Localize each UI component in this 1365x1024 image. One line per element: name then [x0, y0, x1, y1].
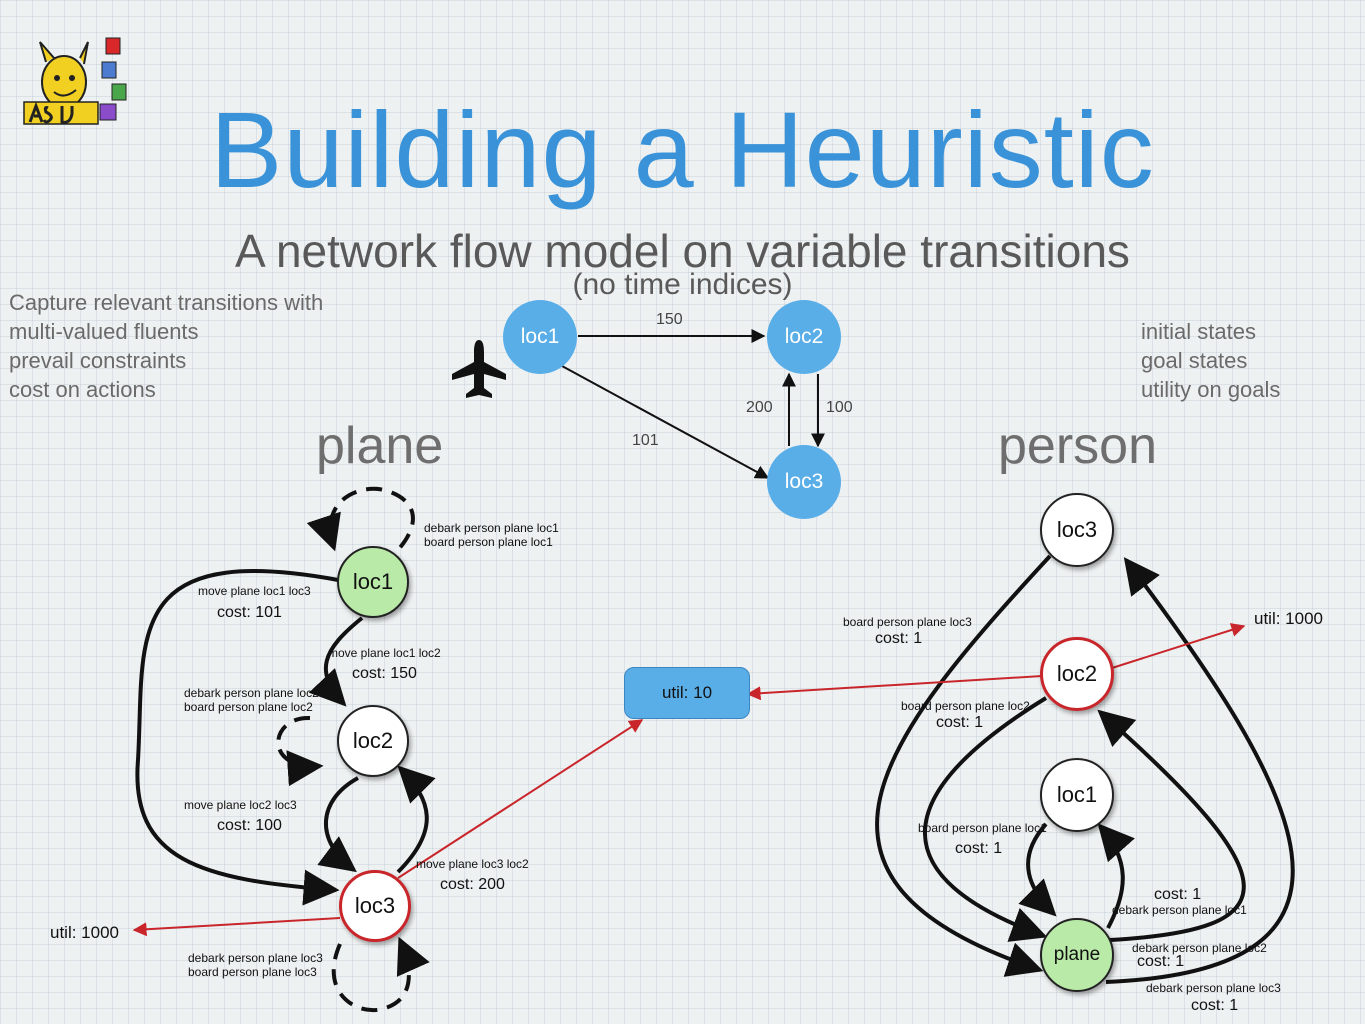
plane-edge-label-m12: move plane loc1 loc2 [328, 646, 441, 660]
util-arrow-person-right [1111, 623, 1246, 669]
person-node-loc2: loc2 [1040, 637, 1114, 711]
plane-loop-loc2 [276, 715, 324, 787]
person-util-label: util: 1000 [1254, 609, 1323, 628]
right-note: utility on goals [1141, 377, 1281, 402]
person-edge-plane-loc2 [1097, 709, 1246, 942]
left-note: cost on actions [9, 377, 156, 402]
section-person-title: person [998, 417, 1157, 475]
plane-cost-101: cost: 101 [217, 604, 282, 621]
person-edge-label-d3: debark person plane loc3 [1146, 981, 1281, 995]
plane-edge-loc3-loc2 [396, 765, 436, 874]
plane-node-loc3: loc3 [339, 870, 411, 942]
util-arrow-person-box [746, 675, 1043, 701]
plane-edge-label-m32: move plane loc3 loc2 [416, 857, 529, 871]
person-edge-plane-loc1 [1097, 823, 1135, 929]
map-node-loc3: loc3 [767, 445, 841, 519]
right-note: goal states [1141, 348, 1248, 373]
airplane-icon [452, 340, 506, 398]
plane-loop2-label: debark person plane loc2 board person pl… [184, 686, 319, 714]
plane-util-label: util: 1000 [50, 923, 119, 942]
person-node-loc1: loc1 [1040, 758, 1114, 832]
person-edge-label-d2: debark person plane loc2 [1132, 941, 1267, 955]
plane-loop3-label: debark person plane loc3 board person pl… [188, 951, 323, 979]
person-node-plane: plane [1040, 918, 1114, 992]
plane-loop-loc1 [306, 486, 415, 552]
page-title: Building a Heuristic [210, 89, 1155, 210]
plane-node-loc1: loc1 [337, 546, 409, 618]
map-edge-label-100: 100 [826, 399, 853, 416]
left-notes: Capture relevant transitions with multi-… [9, 288, 323, 404]
plane-edge-loc1-loc3 [135, 569, 340, 906]
plane-loop1-label: debark person plane loc1 board person pl… [424, 521, 559, 549]
person-edge-loc3-plane [875, 554, 1052, 977]
person-cost-b3: cost: 1 [875, 630, 923, 647]
map-edge-label-101: 101 [632, 432, 659, 449]
right-note: initial states [1141, 319, 1256, 344]
left-note: prevail constraints [9, 348, 187, 373]
left-note: multi-valued fluents [9, 319, 199, 344]
page-subtitle: A network flow model on variable transit… [235, 225, 1130, 277]
page-subsubtitle: (no time indices) [572, 268, 793, 301]
person-edge-loc2-plane [923, 696, 1048, 942]
person-dtg-edges [875, 554, 1295, 984]
person-edge-loc1-plane [1018, 822, 1057, 917]
util-box: util: 10 [624, 667, 750, 719]
utility-arrows [132, 623, 1246, 937]
person-edge-label-b1: board person plane loc1 [918, 821, 1047, 835]
map-edge-label-150: 150 [656, 311, 683, 328]
map-node-loc1: loc1 [503, 300, 577, 374]
plane-cost-150: cost: 150 [352, 665, 417, 682]
person-node-loc3: loc3 [1040, 493, 1114, 567]
plane-edge-loc2-loc3 [317, 776, 359, 873]
util-arrow-plane-left [132, 917, 341, 937]
person-cost-d2: cost: 1 [1137, 953, 1185, 970]
person-edge-label-b2: board person plane loc2 [901, 699, 1030, 713]
person-cost-d1: cost: 1 [1154, 886, 1202, 903]
devil-mascot-logo [23, 37, 127, 125]
plane-cost-100: cost: 100 [217, 817, 282, 834]
left-note: Capture relevant transitions with [9, 290, 324, 315]
map-node-loc2: loc2 [767, 300, 841, 374]
util-arrow-plane-box [397, 719, 644, 879]
person-edge-label-b3: board person plane loc3 [843, 615, 972, 629]
map-edge-loc1-loc3 [561, 365, 770, 479]
section-plane-title: plane [316, 417, 444, 475]
plane-dtg-edges [135, 486, 436, 1013]
person-cost-b1: cost: 1 [955, 840, 1003, 857]
plane-cost-200: cost: 200 [440, 876, 505, 893]
right-notes: initial states goal states utility on go… [1141, 317, 1280, 404]
plane-loop-loc3 [331, 936, 430, 1013]
person-edge-label-d1: debark person plane loc1 [1112, 903, 1247, 917]
map-edges [561, 329, 825, 479]
plane-edge-label-m13: move plane loc1 loc3 [198, 584, 311, 598]
person-edge-plane-loc3 [1105, 557, 1295, 984]
map-edge-label-200: 200 [746, 399, 773, 416]
person-cost-d3: cost: 1 [1191, 997, 1239, 1014]
plane-node-loc2: loc2 [337, 705, 409, 777]
person-cost-b2: cost: 1 [936, 714, 984, 731]
plane-edge-loc1-loc2 [308, 616, 364, 707]
plane-edge-label-m23: move plane loc2 loc3 [184, 798, 297, 812]
